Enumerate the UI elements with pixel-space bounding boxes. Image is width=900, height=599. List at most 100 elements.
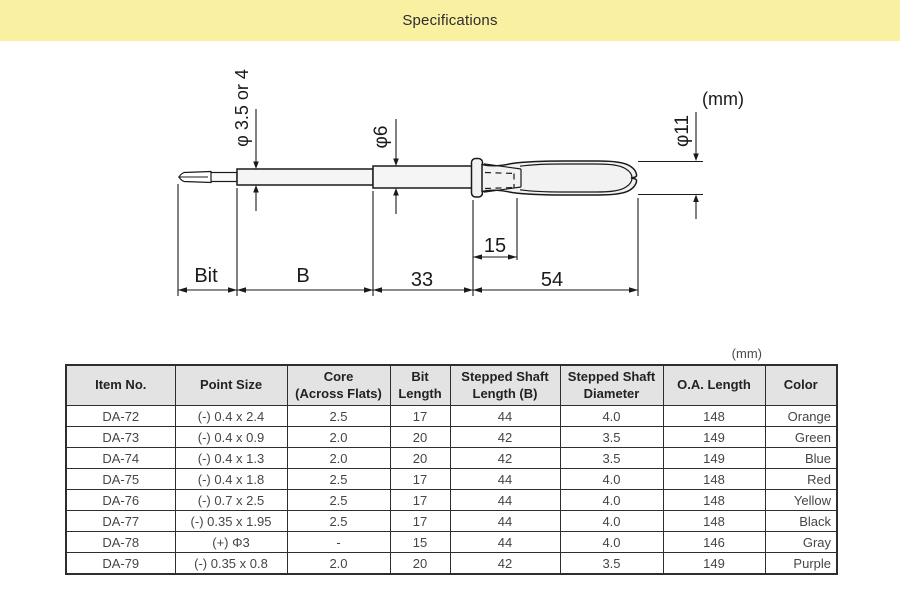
cell-color: Yellow (764, 489, 838, 511)
cell-point-size: (-) 0.35 x 1.95 (174, 510, 288, 532)
col-header-item-no: Item No. (65, 364, 176, 406)
dim-label-33: 33 (411, 269, 433, 291)
dim-label-handle-diameter: φ11 (672, 115, 693, 147)
screwdriver-diagram-svg: φ 3.5 or 4 φ6 φ11 (mm) Bit B 33 15 54 (177, 69, 744, 296)
handle-grip-line (519, 163, 633, 193)
cell-color: Black (764, 510, 838, 532)
cell-color: Orange (764, 405, 838, 427)
cell-bit-length: 20 (389, 426, 451, 448)
cell-shaft-length: 44 (449, 531, 561, 553)
cell-oa-length: 149 (662, 426, 766, 448)
cell-oa-length: 148 (662, 489, 766, 511)
main-shaft (372, 165, 474, 189)
cell-item-no: DA-79 (65, 552, 176, 575)
dim-label-b: B (296, 265, 309, 287)
table-unit-label: (mm) (731, 346, 762, 361)
dimension-arrowheads (178, 153, 699, 293)
spec-table: Item No. Point Size Core (Across Flats) … (65, 364, 838, 575)
cell-shaft-diameter: 4.0 (559, 531, 664, 553)
cell-color: Red (764, 468, 838, 490)
dim-label-tip-diameter: φ 3.5 or 4 (232, 69, 252, 147)
col-header-oa-length: O.A. Length (662, 364, 766, 406)
cell-bit-length: 17 (389, 489, 451, 511)
cell-item-no: DA-77 (65, 510, 176, 532)
cell-oa-length: 146 (662, 531, 766, 553)
cell-core: 2.5 (286, 468, 391, 490)
cell-shaft-length: 44 (449, 468, 561, 490)
cell-oa-length: 148 (662, 510, 766, 532)
cell-bit-length: 17 (389, 405, 451, 427)
cell-core: - (286, 531, 391, 553)
cell-item-no: DA-74 (65, 447, 176, 469)
cell-color: Purple (764, 552, 838, 575)
cell-core: 2.5 (286, 405, 391, 427)
cell-bit-length: 17 (389, 468, 451, 490)
cell-shaft-length: 42 (449, 426, 561, 448)
cell-shaft-diameter: 4.0 (559, 468, 664, 490)
cell-point-size: (-) 0.35 x 0.8 (174, 552, 288, 575)
cell-shaft-length: 42 (449, 552, 561, 575)
hidden-shaft-dashed (484, 171, 516, 190)
cell-bit-length: 17 (389, 510, 451, 532)
cell-core: 2.0 (286, 447, 391, 469)
diagram-unit-label: (mm) (702, 89, 744, 109)
cell-point-size: (+) Φ3 (174, 531, 288, 553)
cell-shaft-diameter: 3.5 (559, 426, 664, 448)
cell-item-no: DA-72 (65, 405, 176, 427)
cell-item-no: DA-76 (65, 489, 176, 511)
dim-label-54: 54 (541, 269, 563, 291)
page-title: Specifications (402, 12, 498, 29)
screwdriver-drawing (178, 157, 638, 198)
cell-shaft-length: 42 (449, 447, 561, 469)
title-banner: Specifications (0, 0, 900, 41)
cell-color: Blue (764, 447, 838, 469)
cell-oa-length: 148 (662, 468, 766, 490)
cell-core: 2.0 (286, 426, 391, 448)
cell-item-no: DA-75 (65, 468, 176, 490)
handle-body (481, 160, 638, 196)
col-header-bit-length: Bit Length (389, 364, 451, 406)
stepped-shaft (236, 168, 374, 186)
cell-point-size: (-) 0.4 x 0.9 (174, 426, 288, 448)
cell-shaft-diameter: 4.0 (559, 510, 664, 532)
dim-label-15: 15 (484, 235, 506, 257)
cell-color: Gray (764, 531, 838, 553)
dim-label-shaft-diameter: φ6 (371, 126, 392, 149)
dimension-lines (177, 109, 703, 296)
cell-bit-length: 20 (389, 552, 451, 575)
cell-shaft-diameter: 3.5 (559, 447, 664, 469)
col-header-point-size: Point Size (174, 364, 288, 406)
handle-socket-taper (483, 163, 522, 193)
cell-bit-length: 15 (389, 531, 451, 553)
col-header-stepped-shaft-diameter: Stepped Shaft Diameter (559, 364, 664, 406)
handle-flange (470, 157, 484, 198)
cell-shaft-length: 44 (449, 489, 561, 511)
cell-item-no: DA-73 (65, 426, 176, 448)
cell-shaft-length: 44 (449, 510, 561, 532)
col-header-stepped-shaft-length: Stepped Shaft Length (B) (449, 364, 561, 406)
cell-shaft-diameter: 3.5 (559, 552, 664, 575)
col-header-color: Color (764, 364, 838, 406)
cell-core: 2.0 (286, 552, 391, 575)
cell-core: 2.5 (286, 489, 391, 511)
cell-point-size: (-) 0.4 x 1.3 (174, 447, 288, 469)
cell-shaft-length: 44 (449, 405, 561, 427)
cell-shaft-diameter: 4.0 (559, 405, 664, 427)
cell-point-size: (-) 0.7 x 2.5 (174, 489, 288, 511)
cell-point-size: (-) 0.4 x 1.8 (174, 468, 288, 490)
cell-item-no: DA-78 (65, 531, 176, 553)
cell-core: 2.5 (286, 510, 391, 532)
dim-label-bit: Bit (194, 265, 218, 287)
cell-oa-length: 149 (662, 552, 766, 575)
cell-point-size: (-) 0.4 x 2.4 (174, 405, 288, 427)
col-header-core: Core (Across Flats) (286, 364, 391, 406)
